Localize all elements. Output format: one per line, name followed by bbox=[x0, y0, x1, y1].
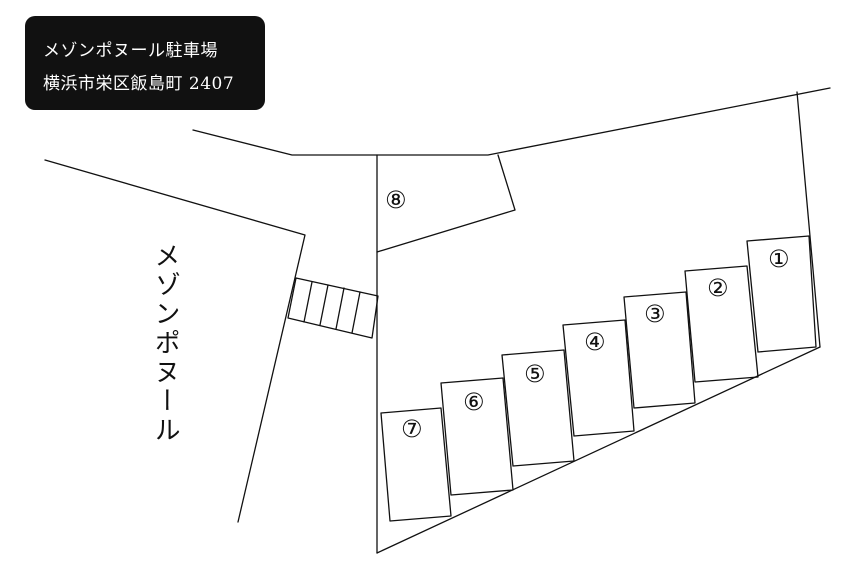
lot-right-boundary bbox=[796, 91, 821, 348]
road-top-boundary bbox=[192, 87, 831, 156]
building-label: メゾンポヌール bbox=[150, 242, 180, 445]
parking-stall-7 bbox=[380, 407, 452, 522]
stall-label-5: ⑤ bbox=[524, 360, 546, 388]
stall-label-6: ⑥ bbox=[463, 388, 485, 416]
parking-stall-2 bbox=[684, 265, 759, 383]
parking-stall-1 bbox=[746, 235, 817, 353]
parking-stall-3 bbox=[623, 291, 696, 409]
stall-label-1: ① bbox=[768, 245, 790, 273]
stall-label-3: ③ bbox=[644, 300, 666, 328]
parking-stall-5 bbox=[501, 349, 575, 467]
stall-label-7: ⑦ bbox=[401, 415, 423, 443]
title-box: メゾンポヌール駐車場 横浜市栄区飯島町 2407 bbox=[25, 16, 265, 110]
space-8-area bbox=[376, 154, 516, 253]
stall-label-8: ⑧ bbox=[385, 186, 407, 214]
title-parking-name: メゾンポヌール駐車場 bbox=[43, 41, 218, 61]
title-address: 横浜市栄区飯島町 2407 bbox=[43, 74, 235, 94]
stall-label-2: ② bbox=[707, 274, 729, 302]
parking-stall-4 bbox=[562, 319, 635, 437]
parking-stall-6 bbox=[440, 377, 514, 496]
stall-label-4: ④ bbox=[584, 328, 606, 356]
lot-bottom-boundary bbox=[376, 346, 821, 554]
crosswalk bbox=[287, 277, 379, 339]
road-left-boundary bbox=[44, 159, 306, 523]
